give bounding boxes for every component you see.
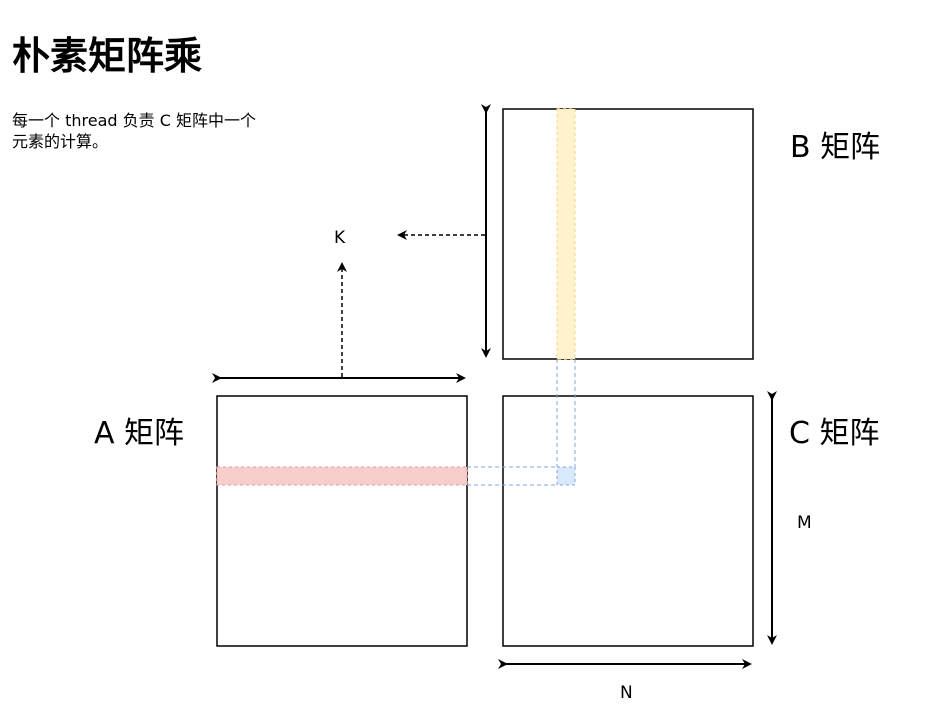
description-line-1: 每一个 thread 负责 C 矩阵中一个 [12,111,256,130]
dimension-n-label: N [620,683,633,703]
matrix-c-label: C 矩阵 [789,416,879,451]
matrix-b-label: B 矩阵 [790,130,880,165]
matrix-a-row-highlight [216,466,468,486]
page-title: 朴素矩阵乘 [12,34,203,78]
matrix-a-label: A 矩阵 [94,416,184,451]
matrix-b-box [502,108,754,360]
matrix-c-box [502,395,754,647]
matrix-c-cell-highlight [556,466,576,486]
dimension-m-label: M [797,513,812,533]
description-text: 每一个 thread 负责 C 矩阵中一个 元素的计算。 [12,110,352,152]
matrix-b-column-highlight [556,108,576,360]
description-line-2: 元素的计算。 [12,132,109,151]
dimension-k-label: K [334,228,346,248]
matrix-a-box [216,395,468,647]
